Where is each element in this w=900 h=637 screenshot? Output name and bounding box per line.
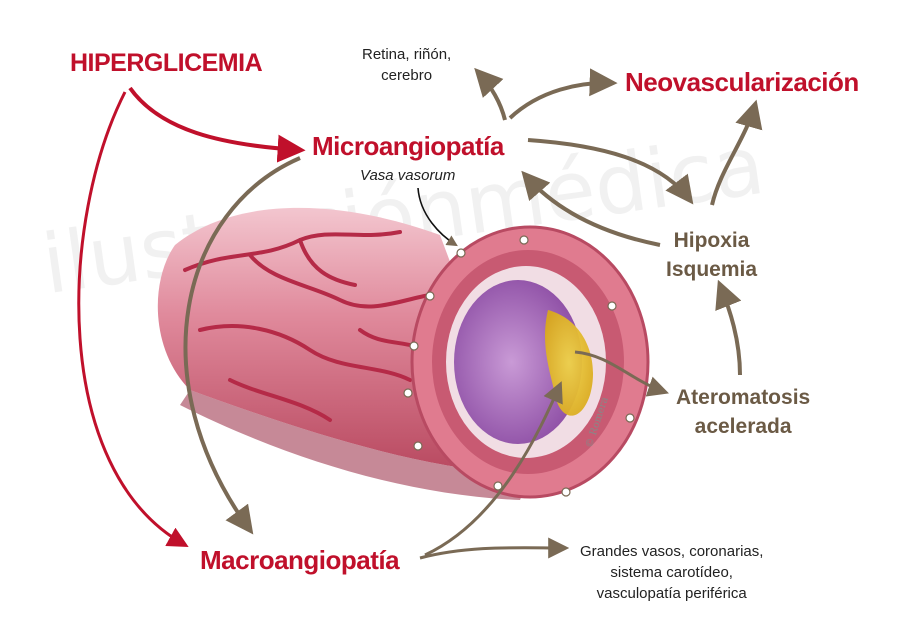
note-retina-line2: cerebro bbox=[381, 67, 433, 84]
arrow-micro-to-retina bbox=[474, 67, 507, 121]
label-ateromatosis: Ateromatosis bbox=[676, 386, 811, 409]
label-microangiopatia: Microangiopatía bbox=[312, 131, 504, 161]
arrow-hiper-to-macro bbox=[77, 91, 189, 548]
arrow-plaque-to-atero bbox=[574, 350, 669, 397]
arrow-hipoxia-to-micro bbox=[521, 170, 661, 247]
note-vasa-vasorum: Vasa vasorum bbox=[360, 167, 456, 184]
note-grandes-line3: vasculopatía periférica bbox=[596, 585, 747, 602]
label-hipoxia-isquemia: Hipoxia Isquemia bbox=[666, 226, 757, 284]
note-grandes-vasos: Grandes vasos, coronarias, sistema carot… bbox=[580, 541, 763, 604]
label-acelerada: acelerada bbox=[694, 415, 792, 438]
note-grandes-line2: sistema carotídeo, bbox=[610, 564, 733, 581]
arrow-hipoxia-to-neo bbox=[710, 99, 763, 206]
note-retina: Retina, riñón, cerebro bbox=[362, 44, 451, 86]
vessel-shadow bbox=[180, 390, 530, 500]
label-neovascularizacion: Neovascularización bbox=[625, 67, 859, 97]
arrow-micro-to-neo bbox=[508, 68, 618, 120]
label-macroangiopatia: Macroangiopatía bbox=[200, 545, 400, 575]
arrow-macro-to-plaque bbox=[424, 381, 563, 557]
arrow-macro-to-grandes bbox=[419, 537, 570, 560]
arrow-micro-to-macro bbox=[183, 156, 301, 535]
label-ateromatosis-acelerada: Ateromatosis acelerada bbox=[676, 383, 810, 441]
arrow-vasa-pointer bbox=[417, 187, 458, 247]
arrow-atero-to-hipoxia bbox=[715, 279, 742, 376]
arrow-micro-to-hipoxia bbox=[527, 138, 694, 205]
wall-vessels bbox=[403, 235, 635, 497]
note-grandes-line1: Grandes vasos, coronarias, bbox=[580, 543, 764, 560]
label-hipoxia: Hipoxia bbox=[673, 229, 750, 252]
label-isquemia: Isquemia bbox=[666, 258, 758, 281]
arrow-hiper-to-micro bbox=[128, 86, 306, 163]
label-hiperglicemia: HIPERGLICEMIA bbox=[70, 49, 263, 77]
note-retina-line1: Retina, riñón, bbox=[362, 46, 452, 63]
